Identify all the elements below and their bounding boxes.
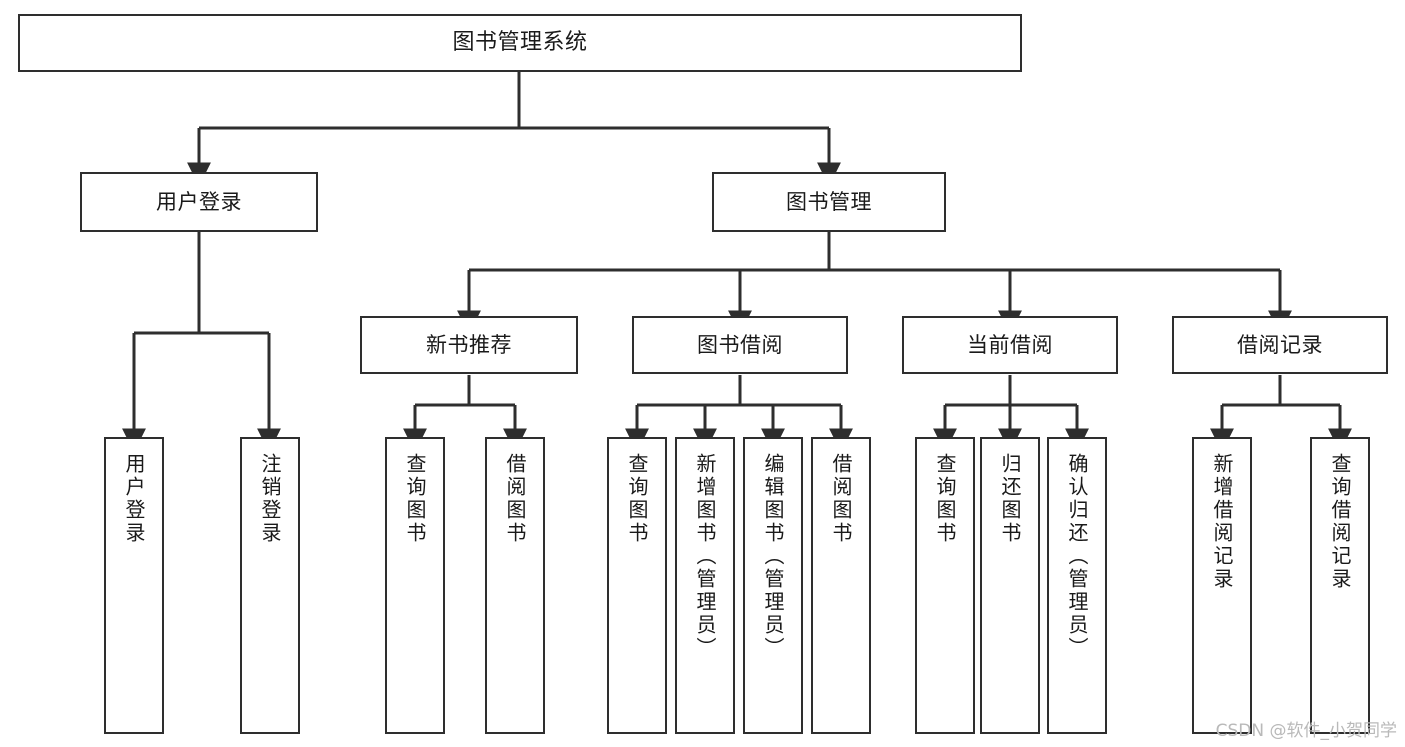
leaf-book-borrow-borrow-book[interactable]: 借阅图书: [811, 437, 871, 734]
node-label: 借阅记录: [1237, 332, 1323, 357]
node-label: 新书推荐: [426, 332, 512, 357]
node-label: 图书管理: [786, 189, 872, 214]
node-label: 借阅图书: [503, 453, 527, 545]
node-label: 编辑图书（管理员）: [761, 453, 785, 660]
node-label: 当前借阅: [967, 332, 1053, 357]
node-label: 图书借阅: [697, 332, 783, 357]
node-label: 新增图书（管理员）: [693, 453, 717, 660]
node-label: 确认归还（管理员）: [1065, 453, 1089, 660]
leaf-borrow-record-add-record[interactable]: 新增借阅记录: [1192, 437, 1252, 734]
node-label: 查询借阅记录: [1328, 453, 1352, 591]
node-label: 图书管理系统: [452, 30, 588, 56]
node-book-borrow[interactable]: 图书借阅: [632, 316, 848, 374]
node-label: 查询图书: [933, 453, 957, 545]
node-label: 借阅图书: [829, 453, 853, 545]
leaf-book-borrow-edit-book-admin[interactable]: 编辑图书（管理员）: [743, 437, 803, 734]
node-label: 注销登录: [258, 453, 282, 545]
leaf-new-book-borrow-book[interactable]: 借阅图书: [485, 437, 545, 734]
node-label: 用户登录: [156, 189, 242, 214]
node-label: 查询图书: [625, 453, 649, 545]
node-user-login[interactable]: 用户登录: [80, 172, 318, 232]
node-label: 归还图书: [998, 453, 1022, 545]
leaf-current-borrow-return-book[interactable]: 归还图书: [980, 437, 1040, 734]
leaf-book-borrow-add-book-admin[interactable]: 新增图书（管理员）: [675, 437, 735, 734]
leaf-new-book-query-book[interactable]: 查询图书: [385, 437, 445, 734]
node-new-book-recommend[interactable]: 新书推荐: [360, 316, 578, 374]
leaf-user-login-logout[interactable]: 注销登录: [240, 437, 300, 734]
node-label: 新增借阅记录: [1210, 453, 1234, 591]
node-borrow-record[interactable]: 借阅记录: [1172, 316, 1388, 374]
leaf-current-borrow-confirm-return-admin[interactable]: 确认归还（管理员）: [1047, 437, 1107, 734]
leaf-user-login-login[interactable]: 用户登录: [104, 437, 164, 734]
leaf-book-borrow-query-book[interactable]: 查询图书: [607, 437, 667, 734]
node-root-system[interactable]: 图书管理系统: [18, 14, 1022, 72]
node-current-borrow[interactable]: 当前借阅: [902, 316, 1118, 374]
leaf-current-borrow-query-book[interactable]: 查询图书: [915, 437, 975, 734]
node-label: 查询图书: [403, 453, 427, 545]
node-book-management[interactable]: 图书管理: [712, 172, 946, 232]
node-label: 用户登录: [122, 453, 146, 545]
leaf-borrow-record-query-record[interactable]: 查询借阅记录: [1310, 437, 1370, 734]
